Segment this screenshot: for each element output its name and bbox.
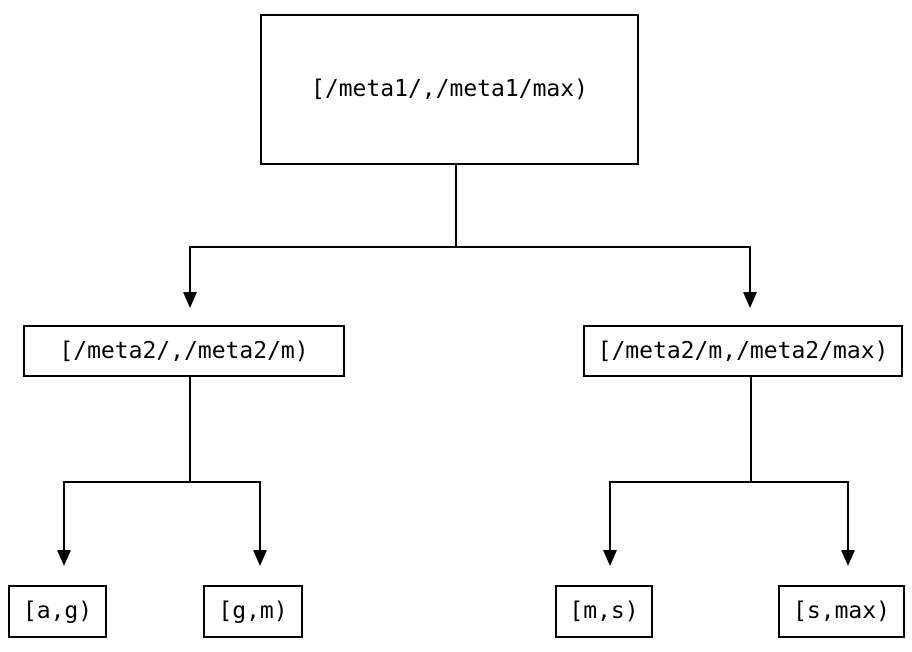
node-leaf-ag: [a,g) <box>8 585 107 638</box>
node-leaf-smax-label: [s,max) <box>793 598 890 624</box>
node-meta2-high-label: [/meta2/m,/meta2/max) <box>597 337 889 364</box>
node-leaf-gm-label: [g,m) <box>218 598 288 624</box>
node-meta2-high: [/meta2/m,/meta2/max) <box>583 325 903 377</box>
arrowhead-leaf-ms-icon <box>603 550 617 566</box>
node-leaf-ag-label: [a,g) <box>22 598 93 624</box>
node-leaf-ms: [m,s) <box>555 585 653 638</box>
node-root-label: [/meta1/,/meta1/max) <box>311 76 588 102</box>
node-leaf-ms-label: [m,s) <box>569 598 639 624</box>
node-leaf-gm: [g,m) <box>203 585 303 638</box>
arrowhead-leaf-smax-icon <box>841 550 855 566</box>
arrowhead-leaf-gm-icon <box>253 550 267 566</box>
node-meta2-low: [/meta2/,/meta2/m) <box>23 325 345 377</box>
node-meta2-low-label: [/meta2/,/meta2/m) <box>59 337 309 364</box>
node-root: [/meta1/,/meta1/max) <box>260 14 639 165</box>
node-leaf-smax: [s,max) <box>778 585 905 638</box>
arrowhead-right-icon <box>743 292 757 308</box>
arrowhead-leaf-ag-icon <box>57 550 71 566</box>
arrowhead-left-icon <box>183 292 197 308</box>
